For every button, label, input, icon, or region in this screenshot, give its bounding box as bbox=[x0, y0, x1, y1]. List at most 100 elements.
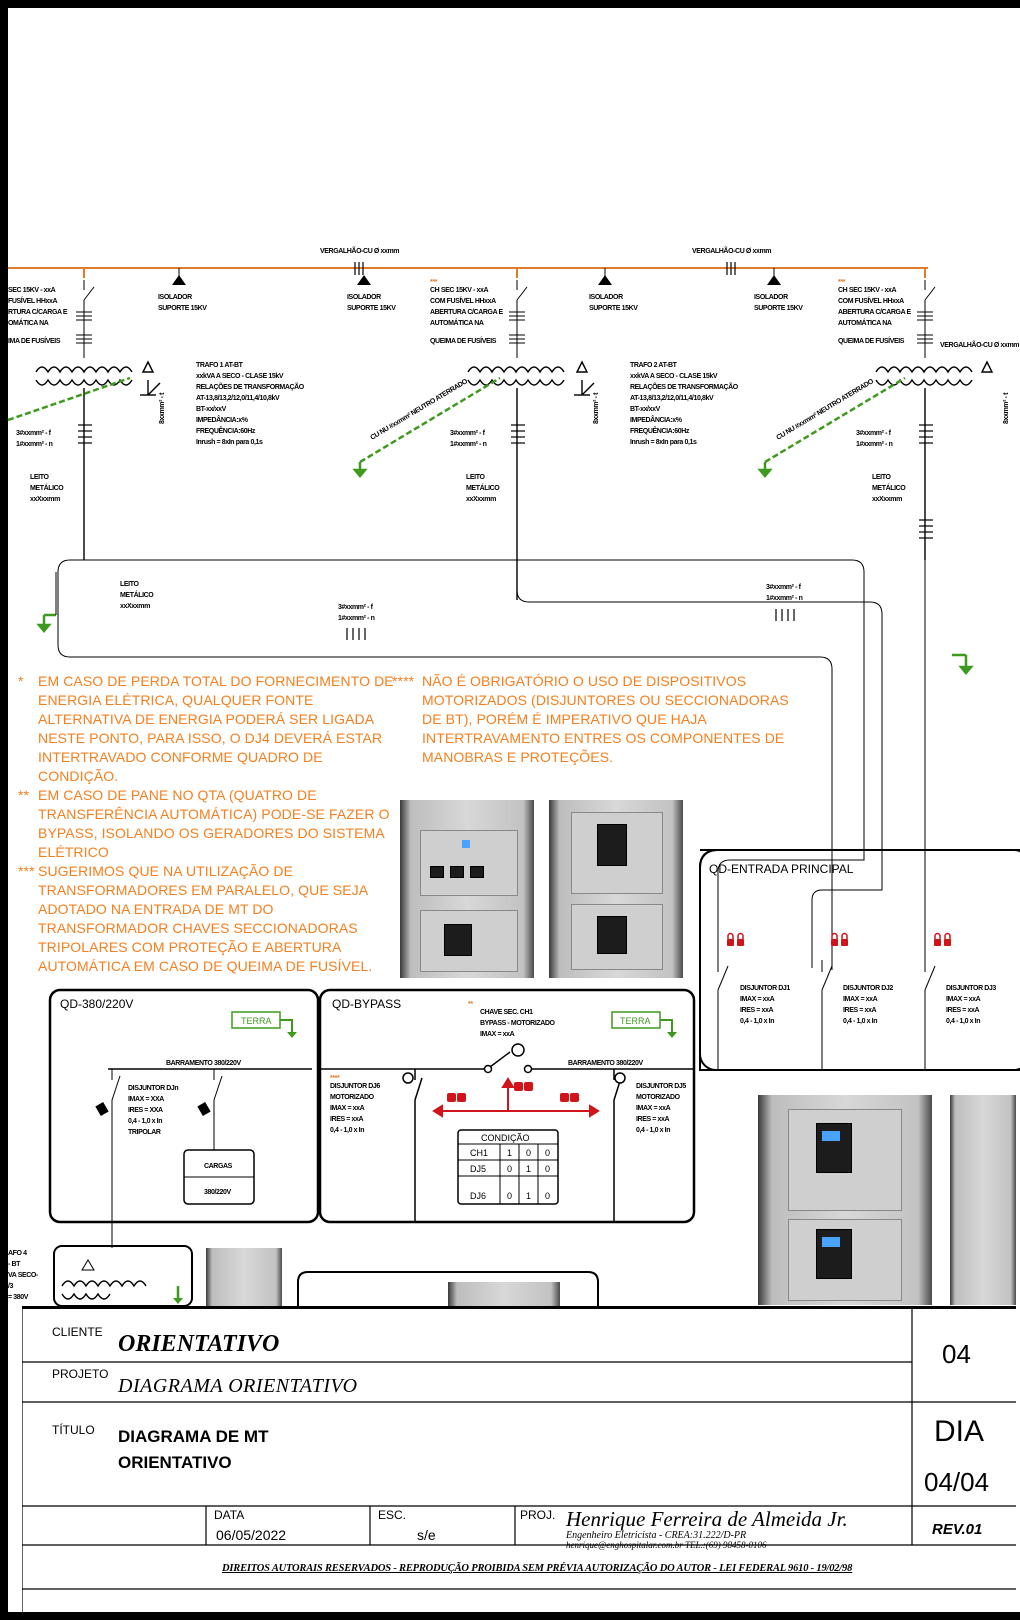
svg-text:DISJUNTOR DJ1: DISJUNTOR DJ1 bbox=[740, 985, 790, 992]
cliente-value: ORIENTATIVO bbox=[118, 1331, 280, 1357]
svg-text:380/220V: 380/220V bbox=[204, 1189, 232, 1196]
svg-text:IMAX = xxA: IMAX = xxA bbox=[946, 996, 981, 1003]
vergalhao-label-edge: VERGALHÃO-CU Ø xxmm bbox=[940, 340, 1019, 349]
svg-text:CH SEC 15KV - xxA: CH SEC 15KV - xxA bbox=[430, 287, 489, 294]
svg-text:0: 0 bbox=[526, 1148, 531, 1158]
svg-text:LEITO: LEITO bbox=[120, 581, 139, 588]
lock-icon bbox=[831, 932, 848, 946]
chave-sec-mid: *** CH SEC 15KV - xxA COM FUSÍVEL HHxxA A… bbox=[430, 279, 528, 358]
qd-entrada-dividers bbox=[717, 1030, 926, 1070]
vergalhao-label-left: VERGALHÃO-CU Ø xxmm bbox=[320, 246, 399, 255]
svg-text:0: 0 bbox=[545, 1148, 550, 1158]
svg-text:METÁLICO: METÁLICO bbox=[872, 483, 906, 492]
qd-380-disjuntor bbox=[95, 1069, 223, 1218]
titulo-label: TÍTULO bbox=[52, 1423, 95, 1437]
chave-sec-left: SEC 15KV - xxA FUSÍVEL HHxxA RTURA C/CARG… bbox=[8, 280, 95, 358]
cable-ticks bbox=[78, 424, 933, 640]
svg-text:DISJUNTOR DJ3: DISJUNTOR DJ3 bbox=[946, 985, 996, 992]
qd-entrada-frame bbox=[699, 849, 1020, 1071]
folha-number: 04 bbox=[942, 1339, 971, 1369]
lock-icon bbox=[934, 932, 951, 946]
svg-text:1: 1 bbox=[507, 1148, 512, 1158]
svg-text:IRES = xxA: IRES = xxA bbox=[740, 1007, 774, 1014]
isolador-2: ISOLADOR SUPORTE 15KV bbox=[347, 275, 397, 312]
svg-text:1: 1 bbox=[526, 1164, 531, 1174]
svg-text:***: *** bbox=[838, 279, 846, 286]
trafo-3-symbol bbox=[875, 360, 994, 560]
qd-380-terra: TERRA bbox=[231, 1011, 297, 1038]
qd-bypass-frame bbox=[318, 988, 696, 1224]
svg-text:DISJUNTOR DJ2: DISJUNTOR DJ2 bbox=[843, 985, 893, 992]
qd-380-title: QD-380/220V bbox=[60, 997, 133, 1011]
svg-text:COM FUSÍVEL HHxxA: COM FUSÍVEL HHxxA bbox=[838, 296, 904, 305]
svg-text:METÁLICO: METÁLICO bbox=[120, 590, 154, 599]
svg-text:3#xxmm² - f: 3#xxmm² - f bbox=[450, 430, 486, 437]
svg-text:OMÁTICA NA: OMÁTICA NA bbox=[8, 318, 49, 327]
svg-text:***: *** bbox=[430, 279, 438, 286]
svg-text:xxXxxmm: xxXxxmm bbox=[466, 496, 496, 503]
qd-380-frame bbox=[48, 988, 320, 1224]
svg-text:COM FUSÍVEL HHxxA: COM FUSÍVEL HHxxA bbox=[430, 296, 496, 305]
svg-text:RTURA C/CARGA E: RTURA C/CARGA E bbox=[8, 309, 68, 316]
titulo-line-1: DIAGRAMA DE MT bbox=[118, 1427, 269, 1446]
neutral-ground-cables bbox=[7, 376, 906, 464]
qd-bypass-terra: TERRA bbox=[611, 1011, 677, 1038]
svg-text:METÁLICO: METÁLICO bbox=[30, 483, 64, 492]
svg-text:8xxmm² - t: 8xxmm² - t bbox=[159, 392, 166, 424]
svg-text:ISOLADOR: ISOLADOR bbox=[347, 294, 381, 301]
svg-text:TERRA: TERRA bbox=[620, 1016, 651, 1026]
autor-cargo: Engenheiro Eletricista - CREA:31.222/D-P… bbox=[566, 1530, 747, 1541]
svg-text:1: 1 bbox=[526, 1191, 531, 1201]
svg-text:0,4 - 1,0 x In: 0,4 - 1,0 x In bbox=[946, 1018, 980, 1025]
svg-text:CARGAS: CARGAS bbox=[204, 1163, 233, 1170]
revision: REV.01 bbox=[932, 1521, 983, 1538]
svg-text:CONDIÇÃO: CONDIÇÃO bbox=[481, 1133, 530, 1143]
svg-text:ISOLADOR: ISOLADOR bbox=[589, 294, 623, 301]
svg-text:0,4 - 1,0 x In: 0,4 - 1,0 x In bbox=[843, 1018, 877, 1025]
cliente-label: CLIENTE bbox=[52, 1325, 103, 1339]
svg-text:DJ5: DJ5 bbox=[470, 1164, 486, 1174]
svg-text:ISOLADOR: ISOLADOR bbox=[158, 294, 192, 301]
panel-photo-2 bbox=[549, 800, 683, 978]
svg-text:LEITO: LEITO bbox=[466, 474, 485, 481]
svg-text:8xxmm² - t: 8xxmm² - t bbox=[1003, 392, 1010, 424]
svg-text:FUSÍVEL HHxxA: FUSÍVEL HHxxA bbox=[8, 296, 57, 305]
svg-text:3#xxmm² - f: 3#xxmm² - f bbox=[338, 604, 374, 611]
svg-text:ABERTURA C/CARGA E: ABERTURA C/CARGA E bbox=[430, 309, 504, 316]
svg-text:1#xxmm² - n: 1#xxmm² - n bbox=[450, 441, 487, 448]
svg-text:IMA DE FUSÍVEIS: IMA DE FUSÍVEIS bbox=[8, 336, 61, 345]
svg-text:SEC 15KV - xxA: SEC 15KV - xxA bbox=[8, 287, 56, 294]
data-value: 06/05/2022 bbox=[216, 1527, 287, 1543]
svg-text:1#xxmm² - n: 1#xxmm² - n bbox=[856, 441, 893, 448]
svg-text:0: 0 bbox=[545, 1164, 550, 1174]
titulo-line-2: ORIENTATIVO bbox=[118, 1453, 232, 1472]
projeto-label: PROJETO bbox=[52, 1367, 109, 1381]
esc-label: ESC. bbox=[378, 1508, 407, 1522]
lv-cable-routing bbox=[55, 540, 926, 970]
svg-text:LEITO: LEITO bbox=[872, 474, 891, 481]
cargas-box: CARGAS 380/220V bbox=[183, 1149, 255, 1205]
trafo-1-symbol bbox=[35, 360, 161, 560]
cable-labels-trafos: 3#xxmm² - f 1#xxmm² - n 3#xxmm² - f 1#xxmm… bbox=[16, 430, 893, 448]
page-of: 04/04 bbox=[924, 1467, 990, 1497]
svg-text:3#xxmm² - f: 3#xxmm² - f bbox=[856, 430, 892, 437]
svg-text:8xxmm² - t: 8xxmm² - t bbox=[593, 392, 600, 424]
bypass-bus bbox=[320, 1043, 694, 1222]
svg-text:ABERTURA C/CARGA E: ABERTURA C/CARGA E bbox=[838, 309, 912, 316]
panel-photo-3 bbox=[758, 1095, 932, 1305]
trafo-2-symbol bbox=[467, 360, 595, 600]
panel-photo-5 bbox=[206, 1248, 282, 1306]
svg-text:SUPORTE 15KV: SUPORTE 15KV bbox=[347, 305, 396, 312]
svg-text:1#xxmm² - n: 1#xxmm² - n bbox=[16, 441, 53, 448]
qd-entrada-principal bbox=[699, 849, 1020, 1071]
